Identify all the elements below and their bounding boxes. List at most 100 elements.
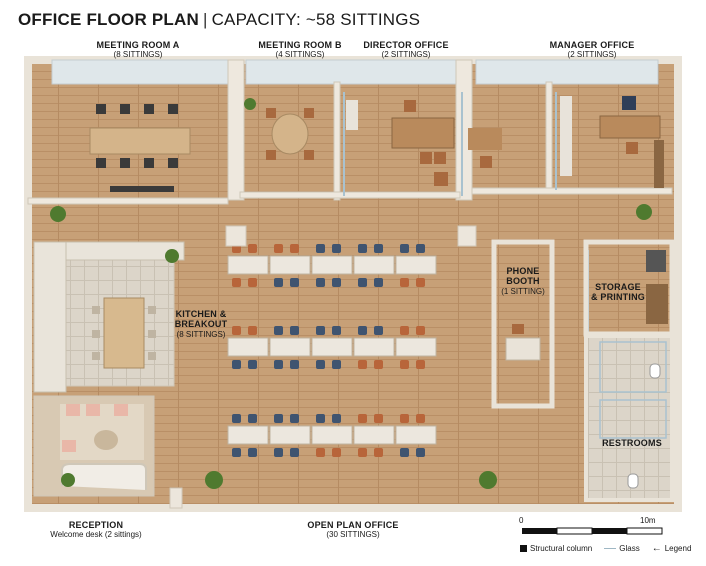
desk-pair xyxy=(395,337,437,357)
desk-pair xyxy=(353,425,395,445)
legend-glass-text: Glass xyxy=(619,544,640,553)
open-plan-name: OPEN PLAN OFFICE xyxy=(307,520,399,530)
meeting-b-furniture xyxy=(266,108,314,160)
desk-chair xyxy=(290,414,299,423)
reception-desk xyxy=(61,463,147,490)
desk-chair xyxy=(274,448,283,457)
storage-shelf xyxy=(646,284,668,324)
phone-name-1: PHONE xyxy=(506,266,540,276)
desk-chair xyxy=(332,448,341,457)
meeting-a-sub: (8 SITTINGS) xyxy=(113,50,163,60)
desk-chair xyxy=(316,278,325,287)
desk-chair xyxy=(316,244,325,253)
toilet-b xyxy=(627,473,639,489)
reception-chairs xyxy=(62,404,128,452)
desk-chair xyxy=(374,244,383,253)
reception-name: RECEPTION xyxy=(68,520,124,530)
desk-pair xyxy=(269,425,311,445)
desk-chair xyxy=(416,360,425,369)
desk-pair xyxy=(269,255,311,275)
meeting-b-sub: (4 SITTINGS) xyxy=(275,50,325,60)
desk-chair xyxy=(248,360,257,369)
printer xyxy=(646,250,666,272)
desk-chair xyxy=(248,326,257,335)
open-plan-desks xyxy=(227,244,437,457)
kitchen-name-2: BREAKOUT xyxy=(174,319,228,330)
desk-chair xyxy=(358,278,367,287)
meeting-b-name: MEETING ROOM B xyxy=(258,40,342,50)
kitchen-sub: (8 SITTINGS) xyxy=(176,329,226,339)
desk-chair xyxy=(274,360,283,369)
desk-chair xyxy=(248,414,257,423)
desk-chair xyxy=(232,414,241,423)
desk-pair xyxy=(227,337,269,357)
storage-name-2: & PRINTING xyxy=(590,292,645,303)
desk-chair xyxy=(374,448,383,457)
label-meeting-room-b: MEETING ROOM B (4 SITTINGS) xyxy=(252,40,348,60)
desk-chair xyxy=(358,360,367,369)
title-separator: | xyxy=(202,10,208,29)
label-director-office: DIRECTOR OFFICE (2 SITTINGS) xyxy=(358,40,454,60)
legend-column-text: Structural column xyxy=(530,544,593,553)
desk-chair xyxy=(290,244,299,253)
desk-pair xyxy=(311,425,353,445)
desk-pair xyxy=(395,425,437,445)
title-capacity: CAPACITY: ~58 SITTINGS xyxy=(211,10,421,29)
page-title: OFFICE FLOOR PLAN|CAPACITY: ~58 SITTINGS xyxy=(18,10,420,30)
kitchen-name-1: KITCHEN & xyxy=(175,309,227,319)
scale-end-label: 10m xyxy=(640,516,656,525)
desk-pair xyxy=(227,425,269,445)
desk-chair xyxy=(374,326,383,335)
top-partitions xyxy=(27,59,673,205)
arrow-left-icon: ← xyxy=(651,543,662,554)
desk-pair xyxy=(353,255,395,275)
side-office-furniture xyxy=(468,128,502,168)
window-strip-c xyxy=(475,59,659,85)
reception-sub: Welcome desk (2 sittings) xyxy=(50,530,142,540)
desk-chair xyxy=(316,414,325,423)
desk-chair xyxy=(290,278,299,287)
desk-chair xyxy=(274,326,283,335)
desk-chair xyxy=(332,414,341,423)
desk-chair xyxy=(416,278,425,287)
desk-chair xyxy=(248,244,257,253)
desk-chair xyxy=(232,448,241,457)
desk-chair xyxy=(400,414,409,423)
desk-chair xyxy=(358,244,367,253)
meeting-a-name: MEETING ROOM A xyxy=(96,40,180,50)
legend-arrow-text: Legend xyxy=(664,544,692,553)
desk-pair xyxy=(227,255,269,275)
desk-pair xyxy=(395,255,437,275)
label-storage-printing: STORAGE & PRINTING xyxy=(586,282,650,303)
desk-pair xyxy=(311,255,353,275)
legend: Structural column Glass ←Legend xyxy=(520,543,692,554)
phone-booth-desk xyxy=(505,337,541,361)
restroom-stall-a xyxy=(599,341,667,393)
desk-chair xyxy=(332,244,341,253)
label-reception: RECEPTION Welcome desk (2 sittings) xyxy=(36,520,156,540)
desk-chair xyxy=(316,326,325,335)
desk-chair xyxy=(400,278,409,287)
scale-bar xyxy=(522,527,663,535)
scale-start-label: 0 xyxy=(519,516,524,525)
legend-column: Structural column xyxy=(520,544,592,553)
manager-sub: (2 SITTINGS) xyxy=(567,50,617,60)
desk-pair xyxy=(269,337,311,357)
desk-chair xyxy=(400,448,409,457)
legend-arrow: ←Legend xyxy=(651,543,692,554)
desk-chair xyxy=(332,326,341,335)
window-strip-a xyxy=(51,59,231,85)
desk-chair xyxy=(316,360,325,369)
desk-chair xyxy=(290,326,299,335)
desk-chair xyxy=(358,448,367,457)
desk-chair xyxy=(232,360,241,369)
window-strip-b xyxy=(245,59,457,85)
desk-chair xyxy=(400,244,409,253)
desk-chair xyxy=(416,326,425,335)
phone-booth-chair xyxy=(512,324,524,334)
desk-chair xyxy=(358,326,367,335)
legend-glass: Glass xyxy=(604,544,640,553)
desk-chair xyxy=(274,278,283,287)
desk-chair xyxy=(248,278,257,287)
